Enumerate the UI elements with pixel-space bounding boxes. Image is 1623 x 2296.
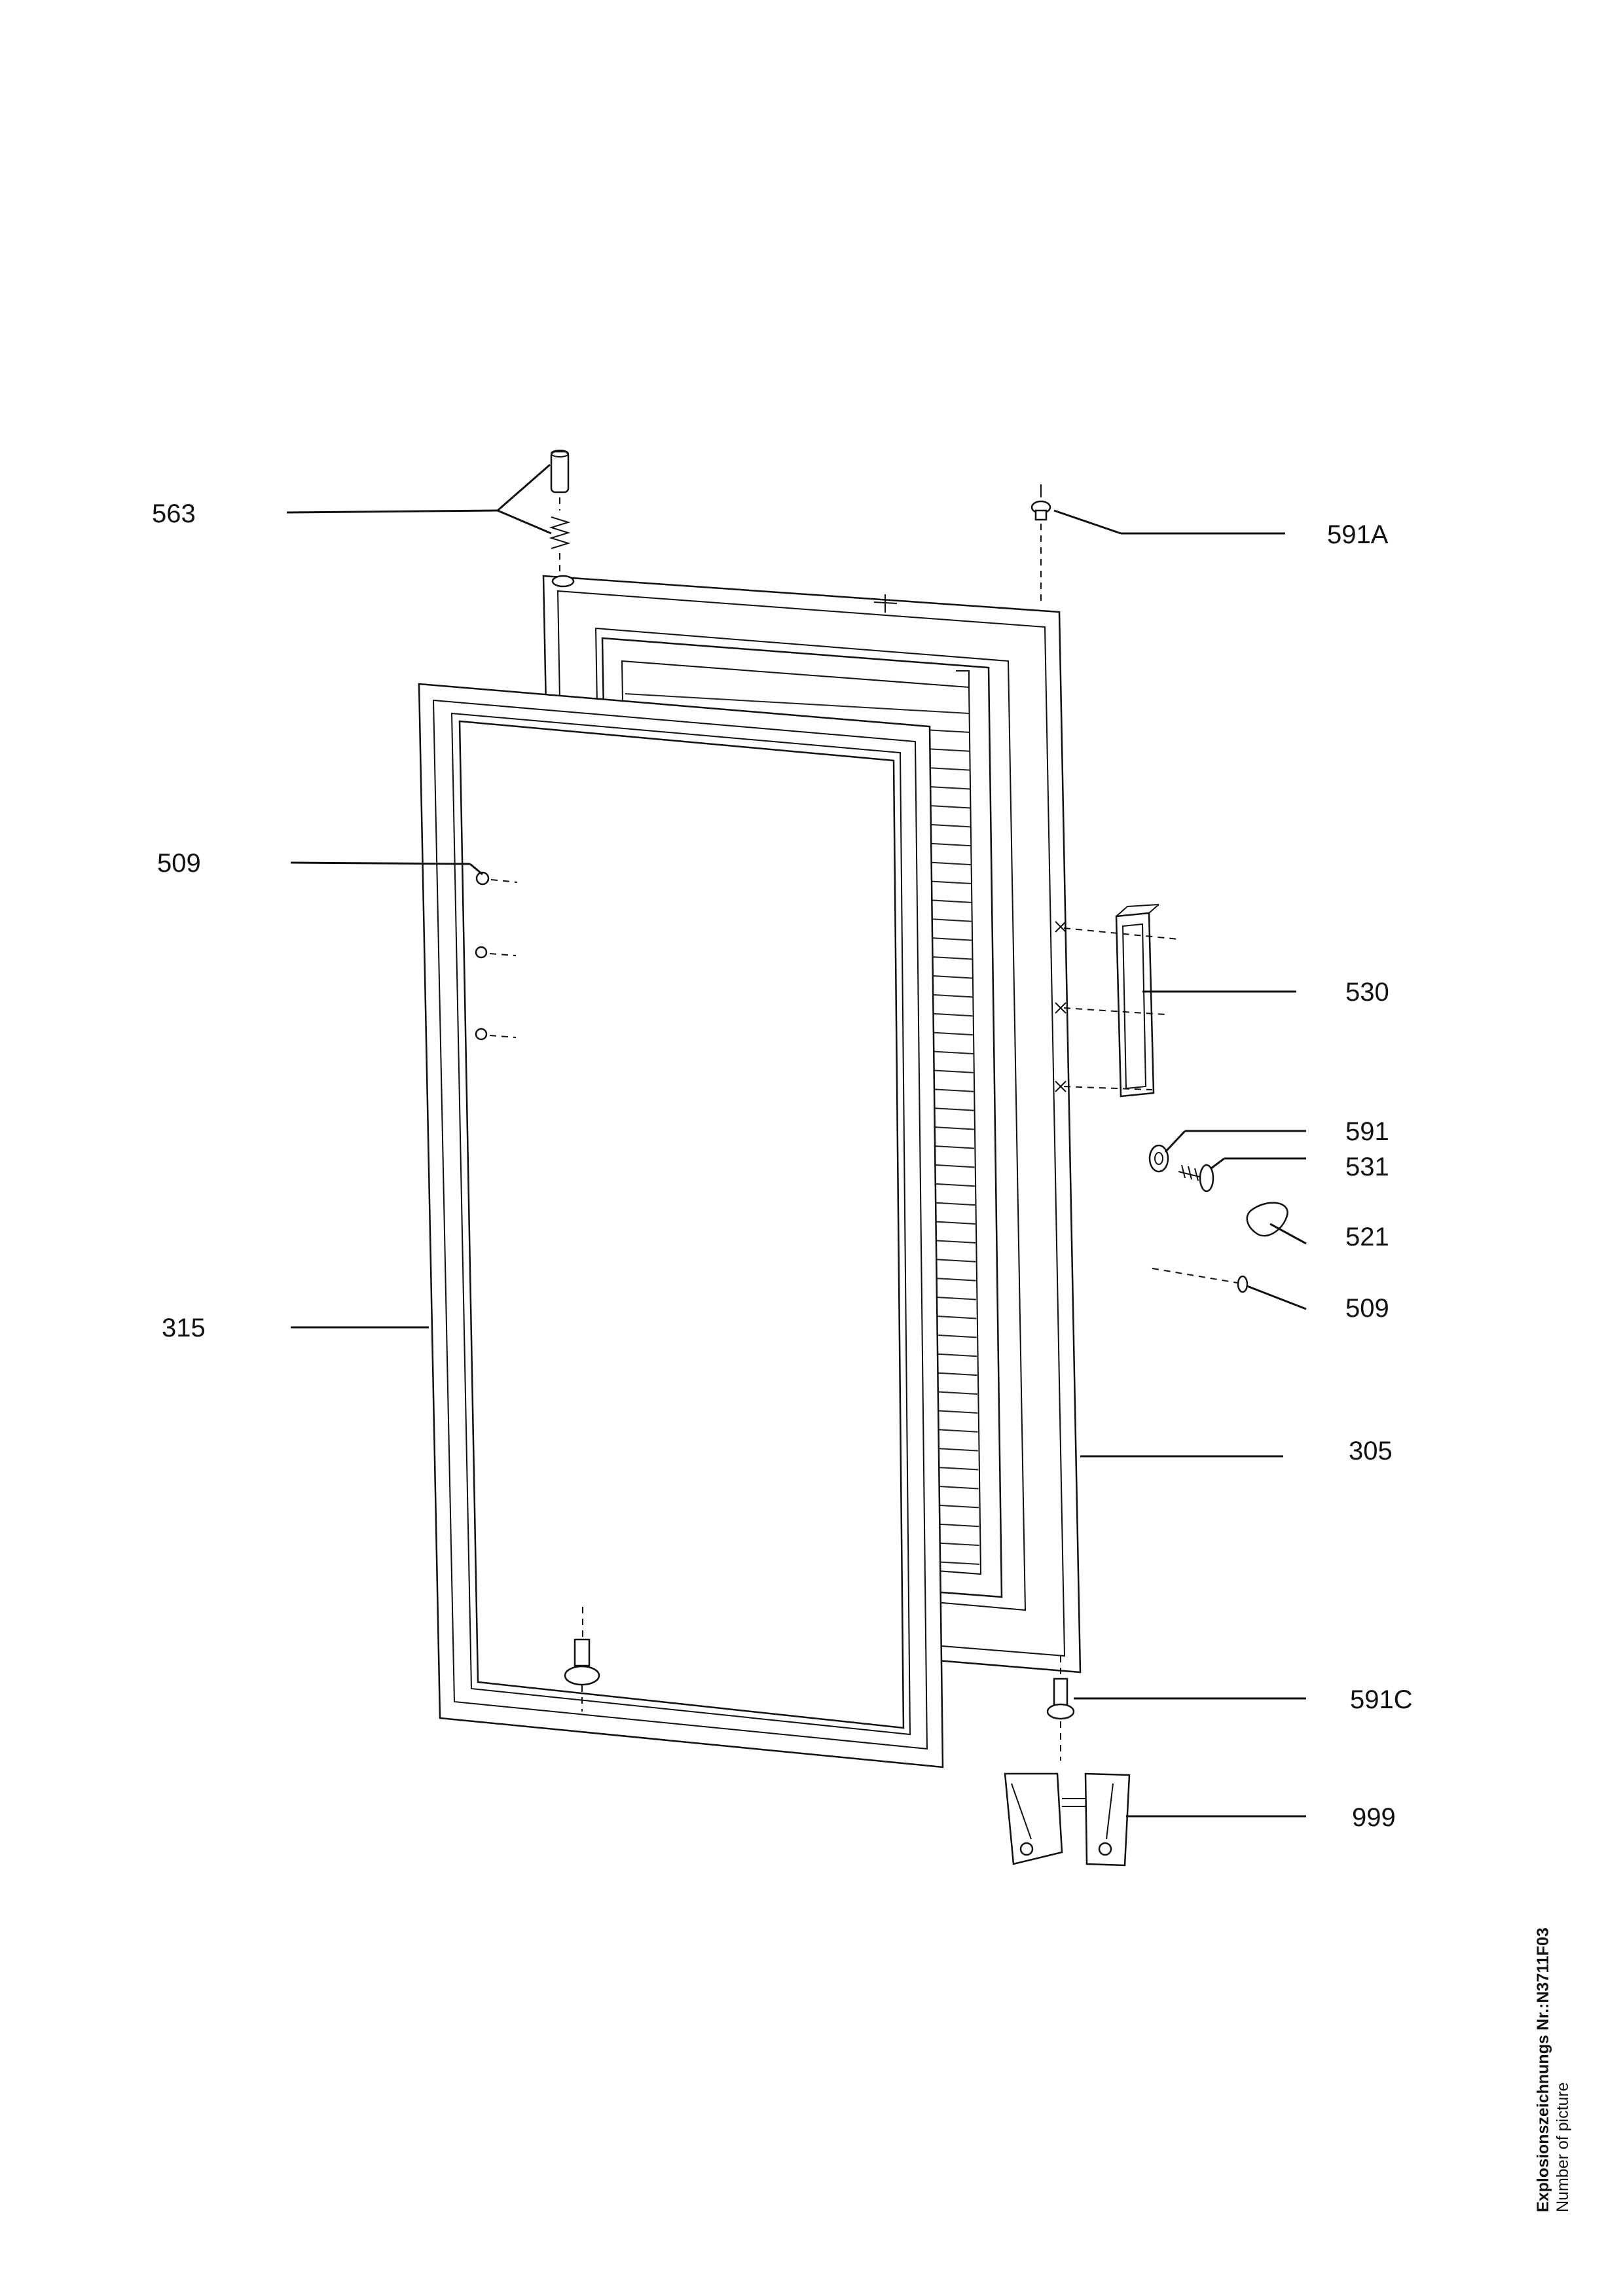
callout-305: 305 (1349, 1437, 1393, 1465)
hinge-bushing-591c (1046, 1656, 1075, 1761)
callout-591a: 591A (1327, 520, 1389, 549)
leader-lines (286, 463, 1307, 1818)
callout-591: 591 (1345, 1117, 1389, 1146)
callout-531: 531 (1345, 1153, 1389, 1181)
callout-509-right: 509 (1345, 1294, 1389, 1323)
picture-caption: Number of picture (1554, 2082, 1572, 2212)
hinge-pin-563 (549, 450, 575, 588)
callout-315: 315 (162, 1314, 206, 1342)
door-gasket-315 (418, 683, 944, 1768)
bottom-hinge-left (564, 1607, 600, 1712)
callout-521: 521 (1345, 1223, 1389, 1251)
callout-591c: 591C (1350, 1685, 1413, 1714)
hinge-covers-999 (1004, 1772, 1131, 1867)
callout-563: 563 (152, 499, 196, 528)
callout-509-left: 509 (157, 849, 201, 878)
drawing-number: Explosionszeichnungs Nr.:N3711F03 (1534, 1928, 1552, 2212)
callout-530: 530 (1345, 978, 1389, 1007)
screws-509-left (475, 871, 518, 1041)
screw-509-right (1152, 1268, 1249, 1293)
footer-block: Explosionszeichnungs Nr.:N3711F03 Number… (1534, 1928, 1572, 2212)
screw-531 (1178, 1164, 1214, 1193)
washer-591 (1148, 1144, 1169, 1173)
bushing-591a (1030, 484, 1051, 602)
callout-999: 999 (1352, 1803, 1396, 1832)
liner-slat (625, 693, 970, 714)
door-handle-530 (1055, 904, 1179, 1098)
